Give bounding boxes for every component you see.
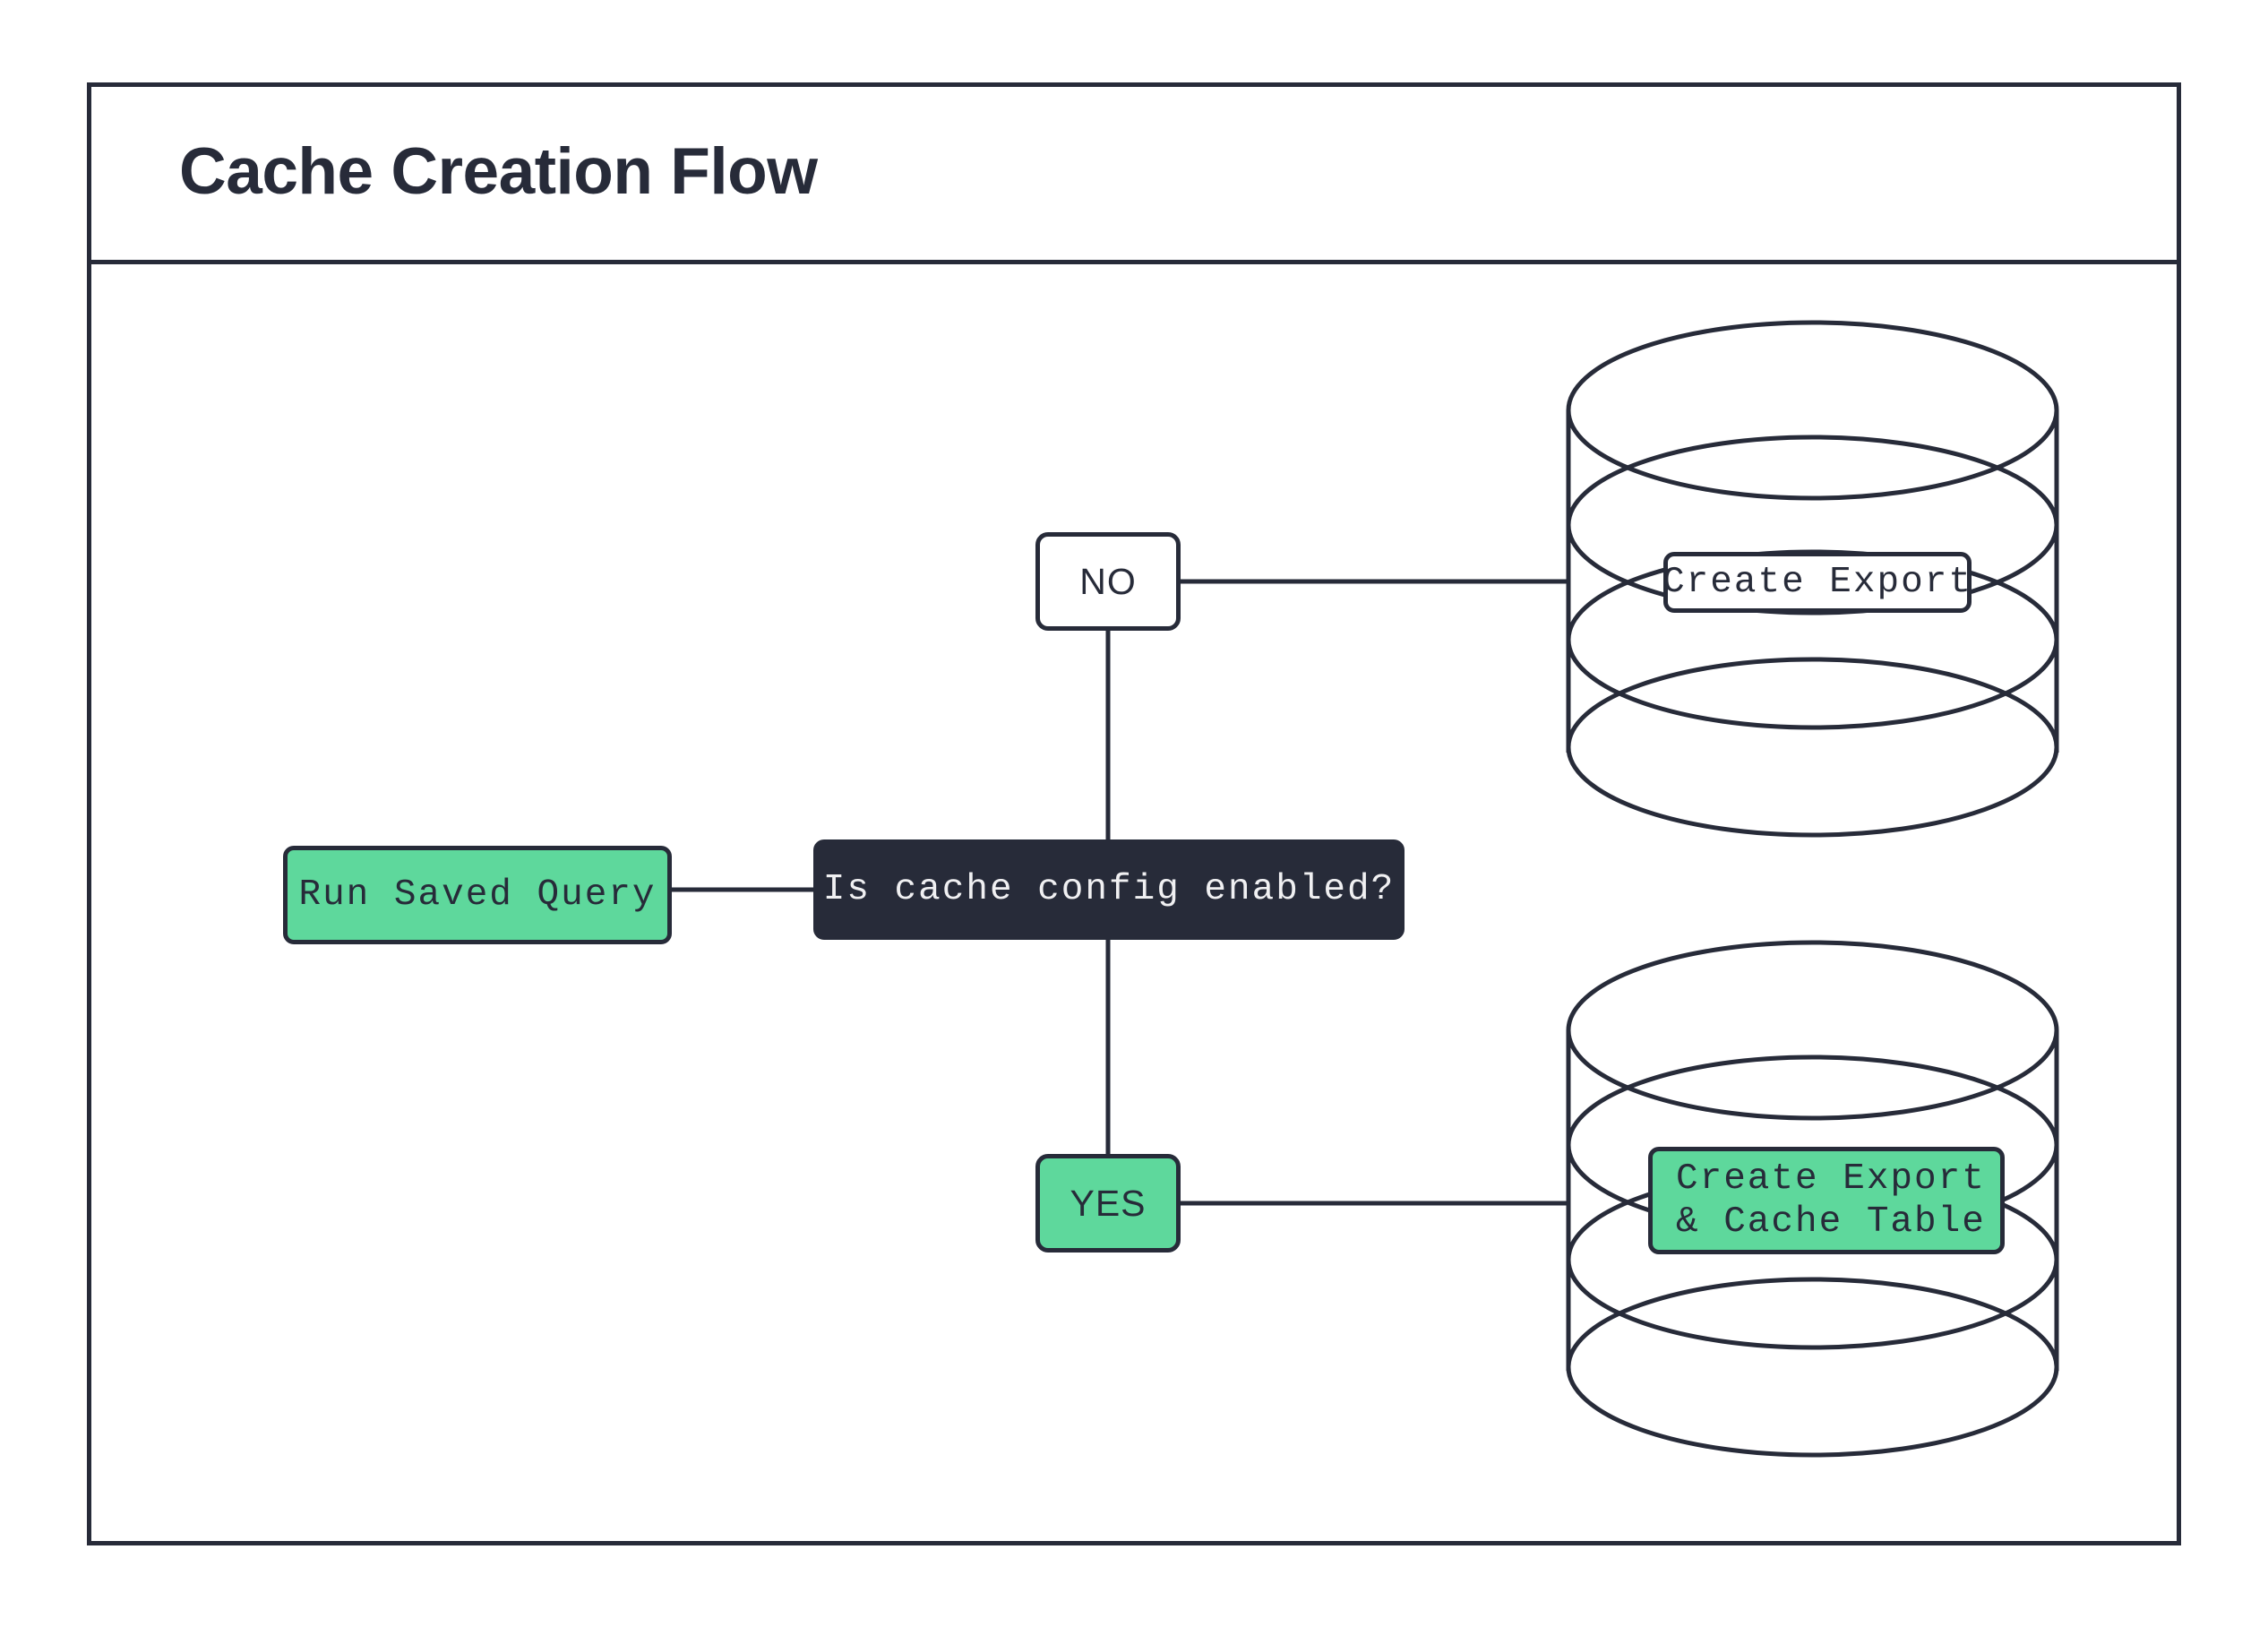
page-title: Cache Creation Flow: [179, 134, 818, 208]
diagram-title-bar: Cache Creation Flow: [87, 82, 2181, 264]
node-branch-yes[interactable]: YES: [1035, 1154, 1181, 1253]
node-create-export[interactable]: Create Export: [1662, 552, 1972, 613]
node-is-cache-config-enabled[interactable]: Is cache config enabled?: [813, 839, 1405, 940]
node-branch-no[interactable]: NO: [1035, 532, 1181, 631]
node-create-export-and-cache-table[interactable]: Create Export & Cache Table: [1648, 1147, 2005, 1254]
node-create-export-and-cache-table-line-1: Create Export: [1676, 1158, 1986, 1200]
node-run-saved-query[interactable]: Run Saved Query: [283, 846, 672, 944]
node-create-export-and-cache-table-line-2: & Cache Table: [1676, 1201, 1986, 1243]
diagram-frame: [87, 82, 2181, 1545]
